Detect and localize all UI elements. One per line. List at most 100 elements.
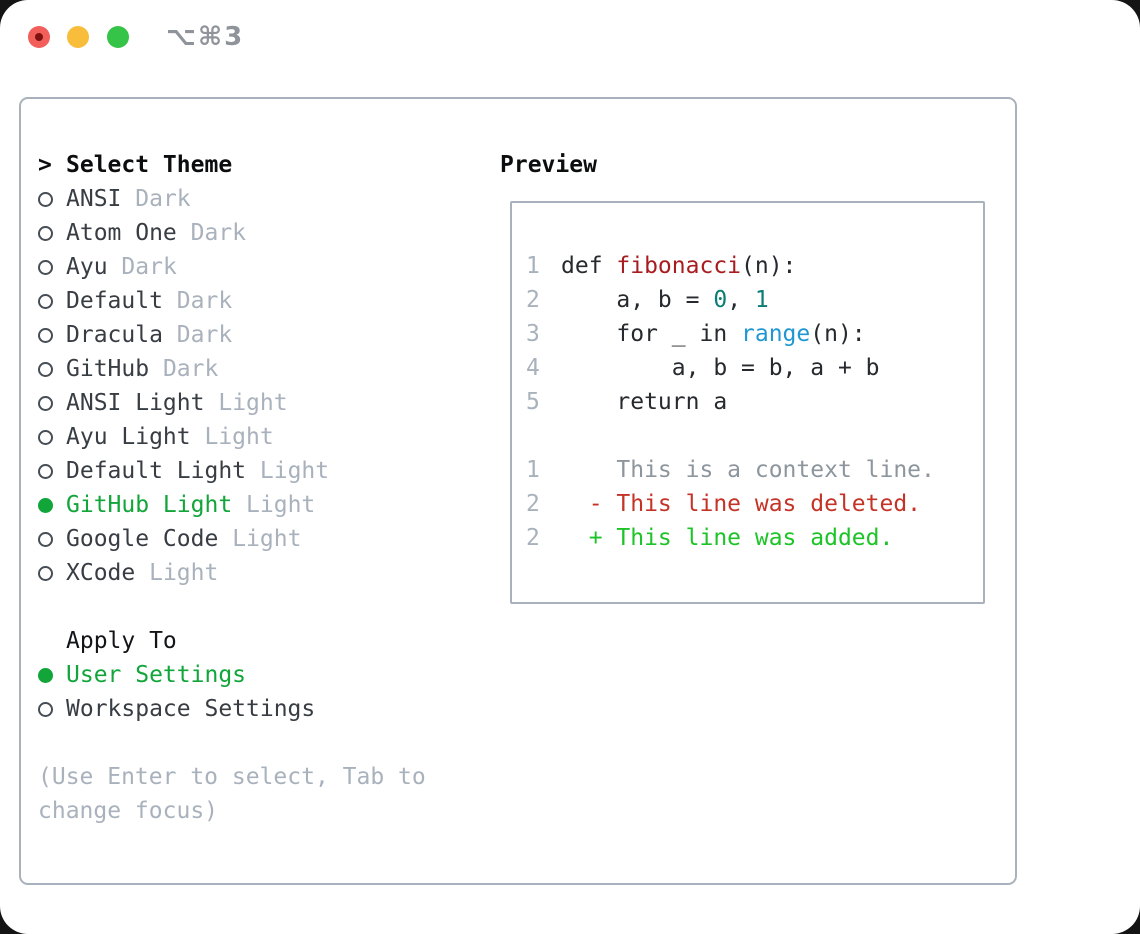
line-content: return a (561, 389, 728, 415)
line-content: + This line was added. (561, 525, 894, 551)
close-button[interactable] (28, 26, 50, 48)
theme-option-ayu[interactable]: Ayu Dark (38, 250, 478, 284)
theme-option-github-light[interactable]: GitHub Light Light (38, 488, 478, 522)
line-number: 1 (526, 253, 540, 279)
apply-to-label: Apply To (66, 628, 177, 654)
theme-option-label: Default Light Light (66, 458, 330, 484)
radio-icon (38, 701, 66, 717)
line-number (524, 419, 561, 453)
prompt-cell: > (38, 148, 66, 182)
theme-option-atom-one[interactable]: Atom One Dark (38, 216, 478, 250)
preview-line: 2 - This line was deleted. (524, 487, 983, 521)
preview-line: 3 for _ in range(n): (524, 317, 983, 351)
line-number: 2 (526, 287, 540, 313)
radio-icon (38, 191, 66, 207)
radio-icon (38, 531, 66, 547)
line-content: - This line was deleted. (561, 491, 922, 517)
theme-option-default-light[interactable]: Default Light Light (38, 454, 478, 488)
theme-variant-tag: Dark (190, 220, 247, 246)
minimize-button[interactable] (67, 26, 89, 48)
line-number: 2 (526, 525, 540, 551)
line-number: 1 (526, 457, 540, 483)
apply-option-label: User Settings (66, 662, 247, 688)
line-content: This is a context line. (561, 457, 935, 483)
select-theme-header: > Select Theme (38, 148, 478, 182)
theme-option-label: Ayu Dark (66, 254, 177, 280)
spacer-row (38, 590, 478, 624)
radio-icon (38, 565, 66, 581)
theme-option-label: XCode Light (66, 560, 219, 586)
radio-selected-icon (38, 667, 66, 683)
preview-line: 1 def fibonacci(n): (524, 249, 983, 283)
line-number: 2 (526, 491, 540, 517)
theme-option-dracula[interactable]: Dracula Dark (38, 318, 478, 352)
window-shortcut-title: ⌥⌘3 (166, 22, 245, 52)
radio-icon (38, 429, 66, 445)
theme-variant-tag: Light (259, 458, 330, 484)
theme-variant-tag: Dark (135, 186, 191, 212)
apply-option-workspace-settings[interactable]: Workspace Settings (38, 692, 478, 726)
theme-option-default[interactable]: Default Dark (38, 284, 478, 318)
radio-icon (38, 463, 66, 479)
theme-option-label: Ayu Light Light (66, 424, 274, 450)
preview-title: Preview (500, 152, 597, 178)
theme-variant-tag: Dark (121, 254, 177, 280)
theme-variant-tag: Light (218, 390, 288, 416)
radio-icon (38, 395, 66, 411)
theme-option-label: Dracula Dark (66, 322, 233, 348)
theme-variant-tag: Light (232, 526, 302, 552)
theme-variant-tag: Dark (176, 288, 233, 314)
prompt-caret-icon: > (38, 152, 52, 178)
theme-option-label: ANSI Light Light (66, 390, 288, 416)
theme-option-ansi[interactable]: ANSI Dark (38, 182, 478, 216)
theme-option-ansi-light[interactable]: ANSI Light Light (38, 386, 478, 420)
theme-option-github[interactable]: GitHub Dark (38, 352, 478, 386)
picker-title: Select Theme (66, 152, 233, 178)
theme-variant-tag: Light (246, 492, 316, 518)
theme-option-ayu-light[interactable]: Ayu Light Light (38, 420, 478, 454)
apply-option-label: Workspace Settings (66, 696, 316, 722)
theme-option-label: ANSI Dark (66, 186, 191, 212)
zoom-button[interactable] (107, 26, 129, 48)
line-content: for _ in range(n): (561, 321, 866, 347)
line-number: 5 (526, 389, 540, 415)
radio-icon (38, 293, 66, 309)
radio-icon (38, 327, 66, 343)
theme-variant-tag: Light (149, 560, 219, 586)
theme-option-label: GitHub Light Light (66, 492, 316, 518)
theme-option-label: Google Code Light (66, 526, 302, 552)
keyboard-hint: (Use Enter to select, Tab to change focu… (38, 764, 426, 824)
theme-variant-tag: Dark (162, 356, 219, 382)
preview-line: 2 a, b = 0, 1 (524, 283, 983, 317)
apply-option-user-settings[interactable]: User Settings (38, 658, 478, 692)
preview-line: 4 a, b = b, a + b (524, 351, 983, 385)
radio-icon (38, 259, 66, 275)
theme-option-label: Default Dark (66, 288, 233, 314)
line-content: a, b = b, a + b (561, 355, 880, 381)
theme-variant-tag: Dark (176, 322, 233, 348)
theme-option-label: GitHub Dark (66, 356, 219, 382)
preview-line (524, 419, 983, 453)
theme-option-google-code[interactable]: Google Code Light (38, 522, 478, 556)
apply-to-header-row: Apply To (38, 624, 478, 658)
line-content: def fibonacci(n): (561, 253, 797, 279)
theme-option-label: Atom One Dark (66, 220, 247, 246)
theme-option-xcode[interactable]: XCode Light (38, 556, 478, 590)
line-number: 3 (526, 321, 540, 347)
theme-variant-tag: Light (204, 424, 274, 450)
radio-icon (38, 361, 66, 377)
preview-line: 1 This is a context line. (524, 453, 983, 487)
preview-line: 2 + This line was added. (524, 521, 983, 555)
spacer-row (38, 726, 478, 760)
preview-line: 5 return a (524, 385, 983, 419)
line-content: a, b = 0, 1 (561, 287, 769, 313)
line-number: 4 (526, 355, 540, 381)
radio-selected-icon (38, 497, 66, 513)
